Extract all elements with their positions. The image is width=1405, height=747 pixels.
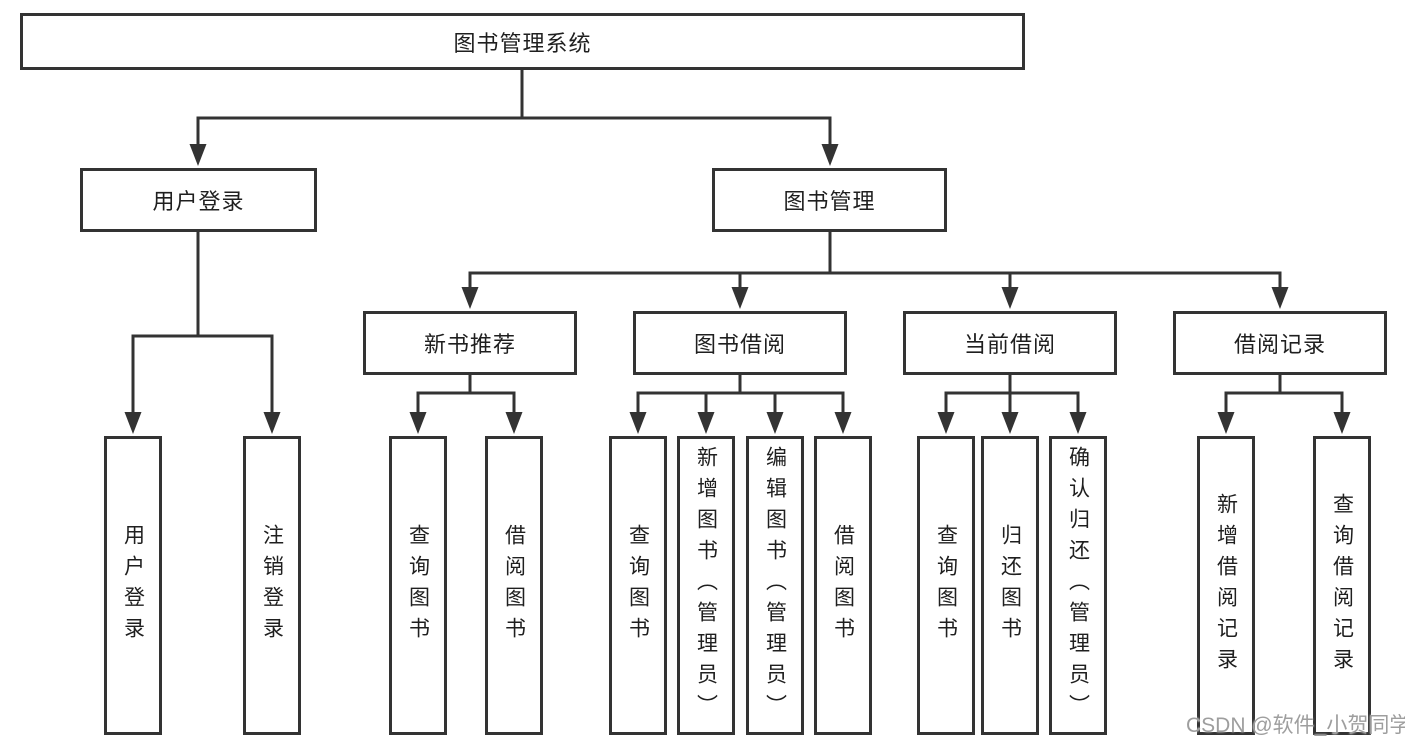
node-label: 新增借阅记录 — [1214, 492, 1238, 679]
arrowhead-icon — [834, 412, 852, 434]
arrowhead-icon — [821, 144, 839, 166]
csdn-watermark: CSDN @软件_小贺同学 — [1186, 714, 1405, 737]
node-label: 注销登录 — [260, 523, 284, 648]
node-label: 查询图书 — [406, 523, 430, 648]
leaf-logout-login: 注销登录 — [243, 436, 301, 735]
node-label: 用户登录 — [121, 523, 145, 648]
node-label: 借阅图书 — [502, 523, 526, 648]
node-root-system: 图书管理系统 — [20, 13, 1025, 70]
node-current-borrowing: 当前借阅 — [903, 311, 1117, 375]
node-book-management: 图书管理 — [712, 168, 947, 232]
node-new-book-recommend: 新书推荐 — [363, 311, 577, 375]
arrowhead-icon — [1001, 412, 1019, 434]
arrowhead-icon — [461, 287, 479, 309]
arrowhead-icon — [189, 144, 207, 166]
arrowhead-icon — [263, 412, 281, 434]
arrowhead-icon — [1333, 412, 1351, 434]
arrowhead-icon — [766, 412, 784, 434]
node-label: 编辑图书（管理员） — [763, 446, 787, 725]
arrowhead-icon — [937, 412, 955, 434]
leaf-query-books-current: 查询图书 — [917, 436, 975, 735]
arrowhead-icon — [1001, 287, 1019, 309]
node-label: 确认归还（管理员） — [1066, 446, 1090, 725]
leaf-borrow-books-recommend: 借阅图书 — [485, 436, 543, 735]
node-label: 查询图书 — [934, 523, 958, 648]
leaf-return-books: 归还图书 — [981, 436, 1039, 735]
leaf-query-books-recommend: 查询图书 — [389, 436, 447, 735]
leaf-add-borrow-record: 新增借阅记录 — [1197, 436, 1255, 735]
arrowhead-icon — [409, 412, 427, 434]
arrowhead-icon — [124, 412, 142, 434]
node-borrow-records: 借阅记录 — [1173, 311, 1387, 375]
leaf-query-borrow-record: 查询借阅记录 — [1313, 436, 1371, 735]
leaf-borrow-books: 借阅图书 — [814, 436, 872, 735]
leaf-user-login: 用户登录 — [104, 436, 162, 735]
node-label: 查询借阅记录 — [1330, 492, 1354, 679]
node-label: 归还图书 — [998, 523, 1022, 648]
arrowhead-icon — [505, 412, 523, 434]
node-label: 查询图书 — [626, 523, 650, 648]
arrowhead-icon — [629, 412, 647, 434]
node-user-login: 用户登录 — [80, 168, 317, 232]
arrowhead-icon — [1217, 412, 1235, 434]
arrowhead-icon — [697, 412, 715, 434]
node-label: 借阅图书 — [831, 523, 855, 648]
node-book-borrowing: 图书借阅 — [633, 311, 847, 375]
leaf-edit-book-admin: 编辑图书（管理员） — [746, 436, 804, 735]
arrowhead-icon — [731, 287, 749, 309]
arrowhead-icon — [1069, 412, 1087, 434]
leaf-query-books-borrowing: 查询图书 — [609, 436, 667, 735]
arrowhead-icon — [1271, 287, 1289, 309]
leaf-add-book-admin: 新增图书（管理员） — [677, 436, 735, 735]
node-label: 新增图书（管理员） — [694, 446, 718, 725]
leaf-confirm-return-admin: 确认归还（管理员） — [1049, 436, 1107, 735]
